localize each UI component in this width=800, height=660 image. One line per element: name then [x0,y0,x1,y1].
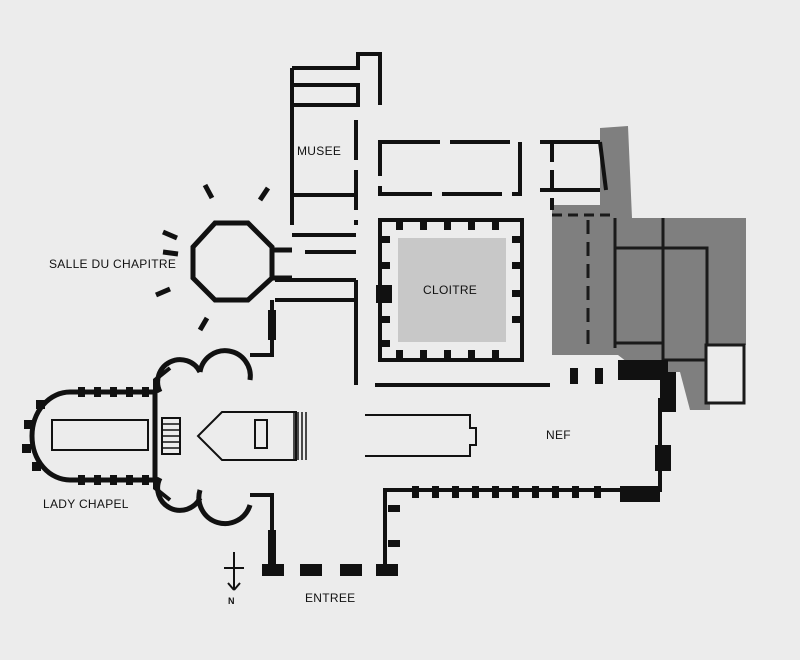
label-nef: NEF [546,428,571,442]
label-cloitre: CLOITRE [423,283,478,297]
label-north: N [228,596,235,606]
chapter-house [155,183,292,332]
label-salle-du-chapitre: SALLE DU CHAPITRE [49,257,177,271]
shaded-ruins-area [552,126,746,410]
cloister [375,140,608,387]
church [22,300,676,576]
cloister-garth [398,238,506,342]
musee-wing [275,52,382,385]
label-lady-chapel: LADY CHAPEL [43,497,129,511]
label-entree: ENTREE [305,591,356,605]
north-arrow-icon [224,552,244,591]
label-musee: MUSEE [297,144,342,158]
